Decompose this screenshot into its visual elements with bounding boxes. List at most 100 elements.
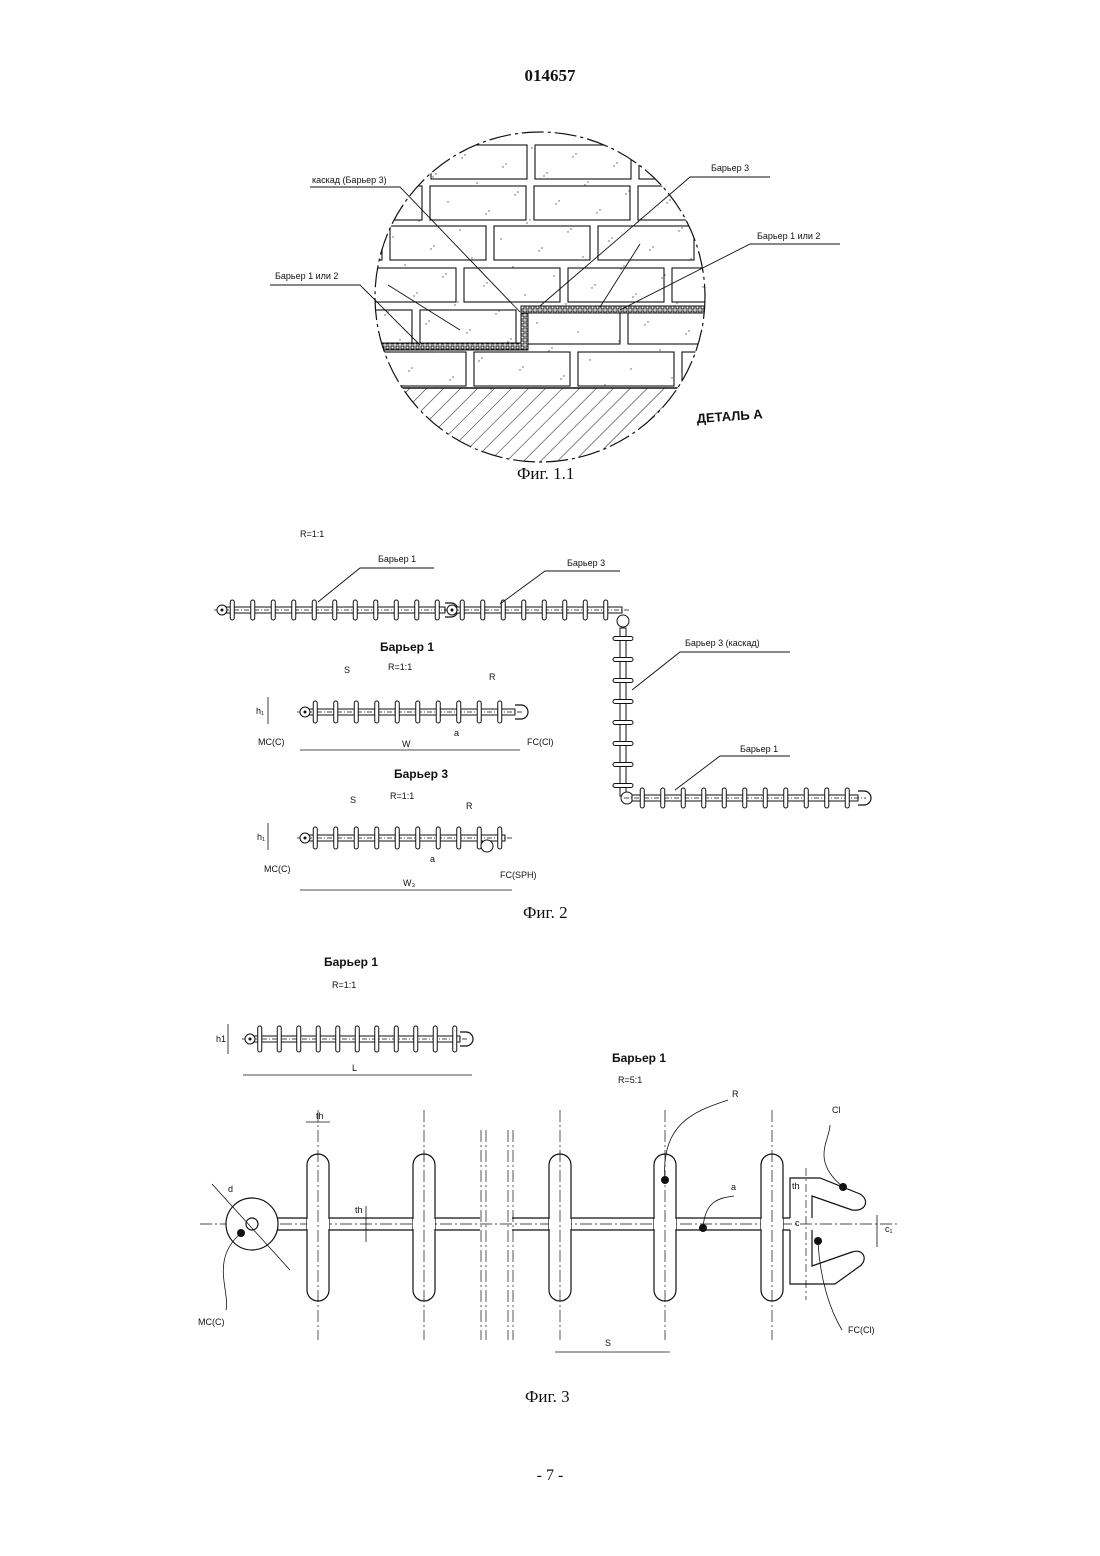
fig2-detail3-fc: FC(SPH) xyxy=(500,870,537,880)
mortar-dot xyxy=(408,370,409,371)
fig2-detail3-h: h₁ xyxy=(257,832,265,842)
fig2-detail1-w: W xyxy=(402,739,411,749)
brick xyxy=(742,186,838,220)
brick xyxy=(940,310,1036,344)
mortar-dot xyxy=(401,267,402,268)
mortar-dot xyxy=(514,194,515,195)
mortar-dot xyxy=(652,246,653,247)
mortar-dot xyxy=(570,228,571,229)
barrier-tooth xyxy=(313,827,317,849)
mortar-dot xyxy=(589,359,590,360)
barrier-tooth xyxy=(292,600,296,620)
fig3-d: d xyxy=(228,1184,233,1194)
mortar-dot xyxy=(384,314,385,315)
fig3-th-top: th xyxy=(316,1111,324,1121)
mortar-dot xyxy=(693,255,694,256)
brick xyxy=(628,310,724,344)
brick xyxy=(994,352,1090,386)
barrier-tooth xyxy=(316,1026,320,1052)
mortar-dot xyxy=(481,357,482,358)
figure-1-1: каскад (Барьер 3) Барьер 3 Барьер 1 или … xyxy=(256,120,1090,478)
mortar-dot xyxy=(536,322,537,323)
mortar-dot xyxy=(519,369,520,370)
mortar-dot xyxy=(478,360,479,361)
brick xyxy=(474,352,570,386)
mortar-dot xyxy=(534,144,535,145)
mortar-dot xyxy=(555,203,556,204)
fig2-detail1-h: h₁ xyxy=(256,706,264,716)
mortar-dot xyxy=(618,340,619,341)
barrier-tooth xyxy=(481,600,485,620)
mortar-dot xyxy=(449,379,450,380)
barrier-tooth xyxy=(297,1026,301,1052)
label-barrier-1-2-left: Барьер 1 или 2 xyxy=(275,271,338,281)
mortar-dot xyxy=(526,222,527,223)
mortar-dot xyxy=(423,145,424,146)
barrier-tooth xyxy=(522,600,526,620)
barrier-tooth xyxy=(333,600,337,620)
mortar-dot xyxy=(404,264,405,265)
mortar-dot xyxy=(572,156,573,157)
mortar-dot xyxy=(469,329,470,330)
mortar-dot xyxy=(454,304,455,305)
mortar-dot xyxy=(486,282,487,283)
mortar-dot xyxy=(389,239,390,240)
mortar-dot xyxy=(437,351,438,352)
brick xyxy=(880,268,976,302)
barrier-tooth xyxy=(436,701,440,723)
mortar-dot xyxy=(567,231,568,232)
barrier-tooth xyxy=(277,1026,281,1052)
mortar-dot xyxy=(575,153,576,154)
brick xyxy=(672,268,768,302)
mortar-dot xyxy=(613,165,614,166)
mortar-dot xyxy=(702,286,703,287)
barrier-tooth xyxy=(613,637,633,641)
mortar-dot xyxy=(596,212,597,213)
mortar-dot xyxy=(502,166,503,167)
brick xyxy=(786,352,882,386)
brick xyxy=(316,310,412,344)
mortar-dot xyxy=(500,238,501,239)
mortar-dot xyxy=(690,258,691,259)
fig2-detail3-scale: R=1:1 xyxy=(390,791,414,801)
mortar-dot xyxy=(471,257,472,258)
male-connector-hole xyxy=(304,837,307,840)
brick xyxy=(534,186,630,220)
barrier-tooth xyxy=(613,784,633,788)
fig2-label-barrier-3-cascade: Барьер 3 (каскад) xyxy=(685,638,760,648)
mortar-dot xyxy=(529,219,530,220)
barrier-tooth xyxy=(613,763,633,767)
label-barrier-1-2-right: Барьер 1 или 2 xyxy=(757,231,820,241)
fig2-label-barrier-1-bottom: Барьер 1 xyxy=(740,744,778,754)
barrier-tooth xyxy=(613,742,633,746)
barrier-tooth xyxy=(477,701,481,723)
fig2-label-barrier-1: Барьер 1 xyxy=(378,554,416,564)
barrier-tooth xyxy=(784,788,788,808)
brick xyxy=(420,310,516,344)
brick xyxy=(732,310,828,344)
mortar-dot xyxy=(611,237,612,238)
figure-2: R=1:1 Барьер 1 Барьер 3 Барьер 3 (каскад… xyxy=(214,529,871,890)
fig3-small-scale: R=1:1 xyxy=(332,980,356,990)
barrier-tooth xyxy=(414,1026,418,1052)
brick xyxy=(360,268,456,302)
barrier-tooth xyxy=(613,700,633,704)
mortar-dot xyxy=(522,366,523,367)
fig3-cl: Cl xyxy=(832,1105,841,1115)
fig3-a: a xyxy=(731,1182,736,1192)
female-clip-lower xyxy=(790,1230,864,1284)
fig3-small-h: h1 xyxy=(216,1034,226,1044)
brick xyxy=(836,310,932,344)
fc-leader xyxy=(818,1241,842,1330)
mortar-dot xyxy=(584,184,585,185)
barrier-tooth xyxy=(640,788,644,808)
male-connector-hole xyxy=(221,609,224,612)
mortar-dot xyxy=(420,148,421,149)
mortar-dot xyxy=(553,275,554,276)
mortar-dot xyxy=(628,190,629,191)
fig2-detail3-title: Барьер 3 xyxy=(394,767,448,781)
mortar-dot xyxy=(707,211,708,212)
fig2-detail3-r: R xyxy=(466,801,473,811)
mortar-dot xyxy=(664,274,665,275)
